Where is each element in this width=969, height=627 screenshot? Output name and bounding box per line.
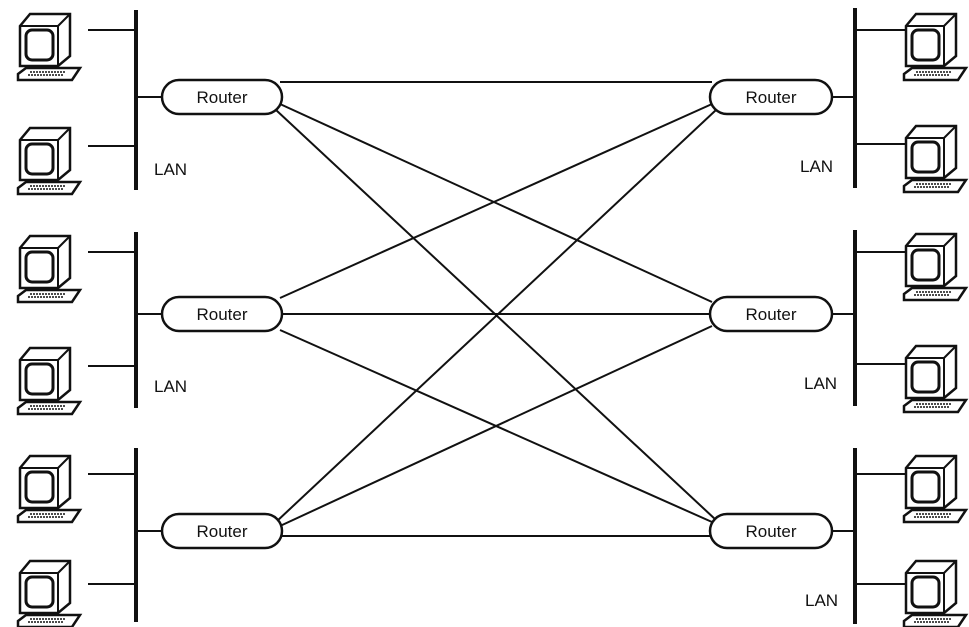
desktop-computer-icon: [16, 559, 82, 627]
router-left-bottom: Router: [160, 512, 284, 550]
router-bus-connectors: [136, 96, 855, 532]
router-label: Router: [745, 88, 796, 107]
router-left-middle: Router: [160, 295, 284, 333]
router-label: Router: [196, 305, 247, 324]
lan-label-right-middle: LAN: [804, 374, 837, 393]
desktop-computer-icon: [16, 126, 82, 196]
link-left-bottom-right-top: [275, 109, 717, 523]
right-computer-drops: [855, 29, 905, 585]
desktop-computer-icon: [902, 344, 968, 414]
desktop-computer-icon: [902, 559, 968, 627]
router-links: [275, 81, 717, 537]
desktop-computer-icon: [16, 234, 82, 304]
right-computers: [902, 12, 968, 627]
desktop-computer-icon: [902, 12, 968, 82]
link-left-bottom-right-middle: [279, 325, 713, 527]
lan-label-left-middle: LAN: [154, 377, 187, 396]
desktop-computer-icon: [902, 454, 968, 524]
desktop-computer-icon: [902, 124, 968, 194]
desktop-computer-icon: [16, 454, 82, 524]
router-label: Router: [196, 88, 247, 107]
router-label: Router: [745, 305, 796, 324]
router-right-top: Router: [708, 78, 834, 116]
desktop-computer-icon: [16, 346, 82, 416]
router-label: Router: [745, 522, 796, 541]
link-left-middle-right-top: [279, 103, 713, 299]
desktop-computer-icon: [902, 232, 968, 302]
router-right-middle: Router: [708, 295, 834, 333]
left-computers: [16, 12, 82, 627]
link-left-top-right-middle: [279, 103, 713, 303]
lan-label-right-top: LAN: [800, 157, 833, 176]
router-right-bottom: Router: [708, 512, 834, 550]
router-label: Router: [196, 522, 247, 541]
router-left-top: Router: [160, 78, 284, 116]
lan-label-right-bottom: LAN: [805, 591, 838, 610]
lan-label-left-top: LAN: [154, 160, 187, 179]
left-computer-drops: [88, 29, 136, 585]
desktop-computer-icon: [16, 12, 82, 82]
